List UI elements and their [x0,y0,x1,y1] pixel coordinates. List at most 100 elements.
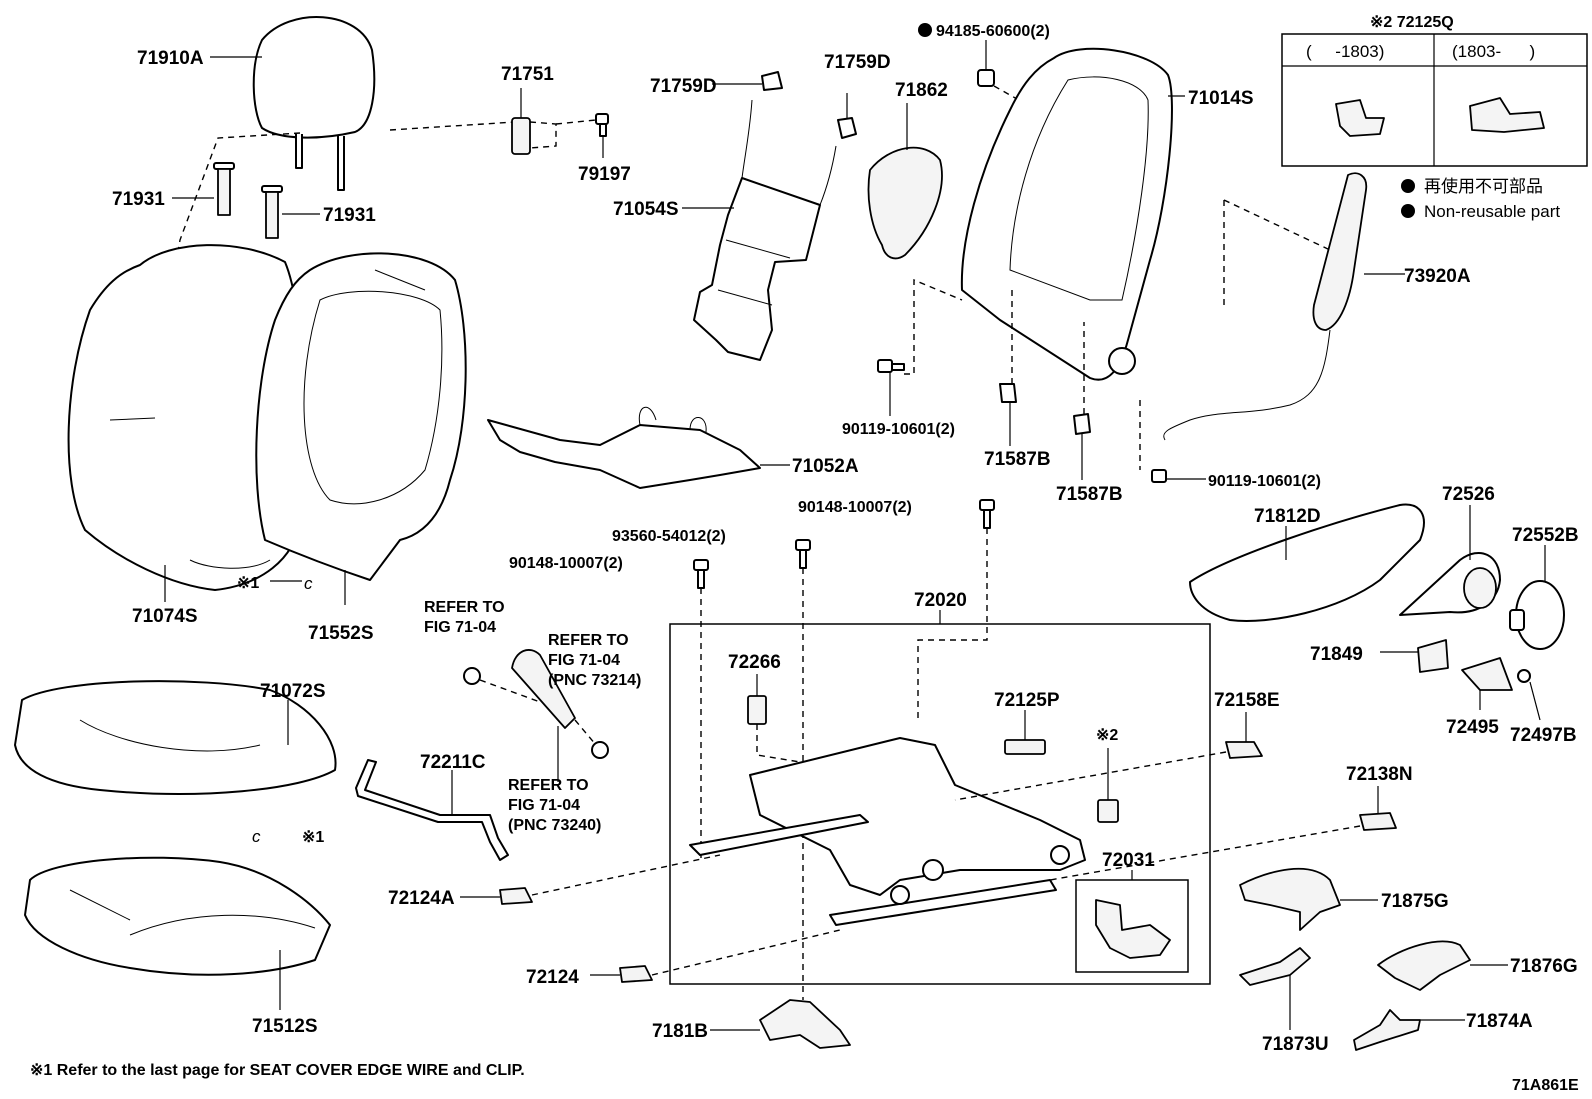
label-71873U: 71873U [1262,1034,1329,1055]
label-72124A: 72124A [388,888,455,909]
cover-72495 [1461,657,1513,691]
cover-71849 [1417,639,1449,673]
label-71910A: 71910A [137,48,204,69]
ref1-line2: FIG 71-04 [424,619,496,636]
bolt-90148-right [979,499,995,529]
headrest-part [252,16,376,191]
label-71874A: 71874A [1466,1011,1533,1032]
spring-frame-71052A [487,407,761,489]
label-79197: 79197 [578,164,631,185]
bolt-71931-b [261,185,283,239]
bracket-72125P [1004,739,1046,755]
mark-1-a: ※1 [237,575,259,592]
label-71759D-a: 71759D [650,76,717,97]
mark-1-b: ※1 [302,829,324,846]
ref1-line1: REFER TO [424,599,505,616]
bracket-72266 [747,695,767,725]
ref2-line1: REFER TO [548,632,629,649]
cover-71873U [1239,947,1311,986]
figure-code: 71A861E [1512,1077,1579,1094]
footnote: ※1 Refer to the last page for SEAT COVER… [30,1062,525,1079]
label-71751: 71751 [501,64,554,85]
label-72031: 72031 [1102,850,1155,871]
label-71587B-a: 71587B [984,449,1051,470]
label-72497B: 72497B [1510,725,1577,746]
label-90119-a: 90119-10601(2) [842,421,955,438]
label-71862: 71862 [895,80,948,101]
label-71759D-b: 71759D [824,52,891,73]
ref2-line3: (PNC 73214) [548,672,641,689]
label-72125P: 72125P [994,690,1060,711]
label-71876G: 71876G [1510,956,1578,977]
label-72526: 72526 [1442,484,1495,505]
clip-c-a: c [304,574,313,593]
clip-71587B-a [999,383,1017,403]
bolt-90119-a [877,359,905,373]
cover-71876G [1377,940,1471,991]
label-71875G: 71875G [1381,891,1449,912]
cover-71874A [1353,1009,1421,1051]
knob-72526 [1399,551,1501,616]
label-73920A: 73920A [1404,266,1471,287]
seatback-cover-71552S [255,252,467,581]
label-72138N: 72138N [1346,764,1413,785]
label-71072S: 71072S [260,681,326,702]
inset-part-new [1469,97,1545,133]
label-72158E: 72158E [1214,690,1280,711]
label-72552B: 72552B [1512,525,1579,546]
seat-adjuster-72020 [689,737,1086,926]
clip-c-b: c [252,827,261,846]
bolt-90148-left [693,559,709,589]
label-72211C: 72211C [420,752,486,773]
cover-72138N [1359,812,1397,831]
label-72020: 72020 [914,590,967,611]
label-71054S: 71054S [613,199,679,220]
cover-71875G [1239,867,1341,931]
clip-79197 [595,113,609,137]
inset-part-old [1335,99,1385,137]
label-7181B: 7181B [652,1021,708,1042]
label-71074S: 71074S [132,606,198,627]
label-72495: 72495 [1446,717,1499,738]
bolt-71931-a [213,162,235,216]
legend-jp: 再使用不可部品 [1424,176,1543,196]
clip-71587B-b [1073,413,1091,435]
seatback-pad-71074S [67,244,304,591]
label-72124: 72124 [526,967,579,988]
lever-refer [511,649,576,729]
lumbar-support-71054S [693,99,837,361]
label-90148-right: 90148-10007(2) [798,499,912,516]
bracket-mark2 [1097,799,1119,823]
guide-71751 [511,117,531,155]
legend-en: Non-reusable part [1424,202,1560,221]
inset-title: ※2 72125Q [1370,14,1454,31]
shield-71812D [1189,503,1425,622]
cap-72552B [1509,580,1565,650]
bolt-93560 [795,539,811,569]
label-90148-left: 90148-10007(2) [509,555,623,572]
nut-refer-a [463,667,481,685]
label-71014S: 71014S [1188,88,1254,109]
cover-72124 [619,965,653,983]
ref2-line2: FIG 71-04 [548,652,620,669]
bracket-7181B [759,999,851,1049]
cover-72158E [1225,741,1263,759]
label-71812D: 71812D [1254,506,1321,527]
label-71931-b: 71931 [323,205,376,226]
mark-2: ※2 [1096,727,1118,744]
cushion-pad-71072S [14,680,337,795]
cushion-cover-71512S [24,856,331,976]
label-71552S: 71552S [308,623,374,644]
label-93560: 93560-54012(2) [612,528,726,545]
bolt-90119-b [1151,469,1167,483]
inset-col2: (1803- ) [1452,42,1535,61]
seatback-frame-71014S [960,47,1173,381]
label-71052A: 71052A [792,456,859,477]
screw-72497B [1517,669,1531,683]
nut-94185 [977,69,995,87]
cover-72124A [499,887,533,905]
inset-col1: ( -1803) [1306,42,1384,61]
label-71587B-b: 71587B [1056,484,1123,505]
label-71512S: 71512S [252,1016,318,1037]
